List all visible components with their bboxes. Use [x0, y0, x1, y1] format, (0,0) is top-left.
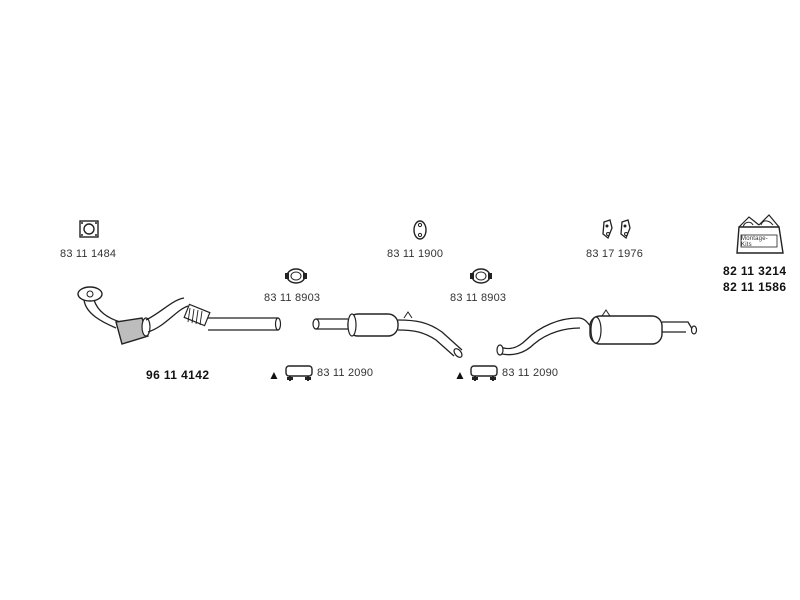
u-clamp-right-icon	[469, 364, 499, 382]
rear-silencer-icon	[496, 309, 702, 356]
u-clamp-right-part-number: 83 11 2090	[502, 367, 559, 379]
clamp-right-part-number: 83 11 8903	[450, 292, 507, 304]
warning-triangle-icon: ▲	[268, 368, 280, 382]
u-clamp-left-icon	[284, 364, 314, 382]
downpipe-catalytic-converter-icon	[72, 282, 284, 352]
gasket-part-number: 83 11 1484	[60, 248, 117, 260]
u-clamp-left-part-number: 83 11 2090	[317, 367, 374, 379]
rubber-hanger-icon	[412, 219, 428, 241]
kit-part-number-2: 82 11 1586	[723, 280, 787, 294]
middle-silencer-icon	[312, 306, 468, 360]
downpipe-part-number: 96 11 4142	[146, 368, 210, 382]
kit-part-number-1: 82 11 3214	[723, 264, 787, 278]
mounting-kit-box-icon	[735, 213, 787, 255]
clamp-right-icon	[469, 267, 493, 285]
kit-box-text: Montage- Kits	[741, 236, 768, 248]
warning-triangle-icon: ▲	[454, 368, 466, 382]
square-gasket-icon	[78, 219, 100, 239]
hanger-pair-part-number: 83 17 1976	[586, 248, 644, 260]
hanger-pair-icon	[600, 218, 636, 242]
clamp-left-part-number: 83 11 8903	[264, 292, 321, 304]
clamp-left-icon	[284, 267, 308, 285]
hanger-part-number: 83 11 1900	[387, 248, 444, 260]
